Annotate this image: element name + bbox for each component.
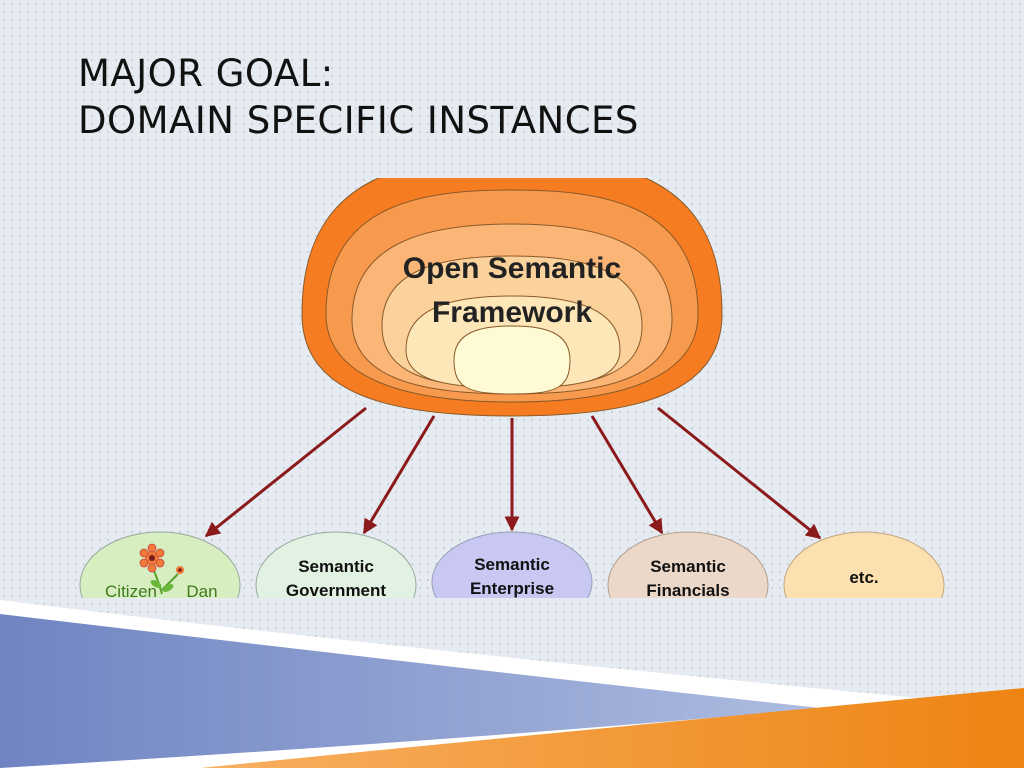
arrow-to-citizen-dan [204,406,367,538]
instance-semantic-government: Semantic Government [255,531,417,600]
arrow-to-semantic-financials [590,415,664,535]
instance-semantic-enterprise: Semantic Enterprise [431,531,593,598]
semantic-enterprise-label-1: Semantic [474,555,550,574]
framework-label-line-2: Framework [432,296,592,329]
framework-ring-6 [453,325,571,395]
semantic-government-ellipse [255,531,417,598]
framework-rings [301,178,723,417]
diagram-content: Open Semantic Framework [79,178,945,601]
flower-icon [139,543,184,595]
semantic-government-label-2: Government [286,581,386,600]
framework-label-line-1: Open Semantic [403,252,621,285]
title-line-2: DOMAIN SPECIFIC INSTANCES [78,99,639,142]
instance-citizen-dan: Citizen Dan [79,531,241,601]
semantic-enterprise-ellipse [431,531,593,598]
arrow-to-semantic-government [362,415,436,535]
semantic-financials-label-1: Semantic [650,557,726,576]
footer-decoration [0,600,1024,768]
citizen-dan-label-2: Dan [186,582,217,601]
semantic-financials-ellipse [607,531,769,598]
footer-orange-swoosh [200,688,1024,768]
semantic-financials-label-2: Financials [646,581,729,600]
title-line-1: MAJOR GOAL: [78,52,334,95]
citizen-dan-label-1: Citizen [105,582,157,601]
semantic-government-label-1: Semantic [298,557,374,576]
slide-title: MAJOR GOAL: DOMAIN SPECIFIC INSTANCES [78,50,639,144]
arrows [204,406,822,540]
semantic-enterprise-label-2: Enterprise [470,579,554,598]
etc-label: etc. [849,568,878,587]
arrow-to-etc [657,406,822,540]
instance-semantic-financials: Semantic Financials [607,531,769,600]
footer-blue-swoosh [0,614,820,768]
etc-ellipse [783,531,945,598]
instance-etc: etc. [783,531,945,598]
